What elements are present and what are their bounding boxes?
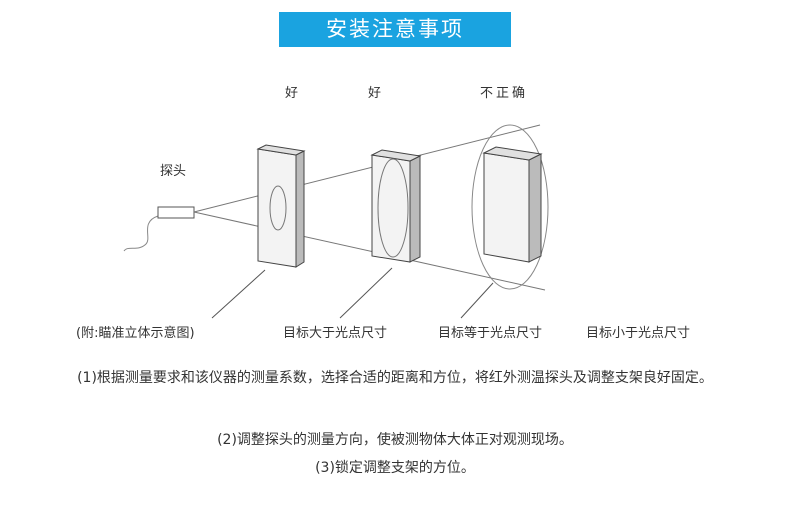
section-title-banner: 安装注意事项 xyxy=(279,12,511,47)
label-incorrect: 不正确 xyxy=(480,86,529,101)
label-good-2: 好 xyxy=(368,86,385,101)
probe-body xyxy=(157,206,195,219)
spot-ellipse-far xyxy=(471,124,549,290)
instruction-1: (1)根据测量要求和该仪器的测量系数，选择合适的距离和方位，将红外测温探头及调整… xyxy=(77,370,713,386)
target-larger xyxy=(256,144,306,268)
instruction-3: (3)锁定调整支架的方位。 xyxy=(315,460,475,476)
instruction-2: (2)调整探头的测量方向，使被测物体大体正对观测现场。 xyxy=(217,432,573,448)
probe-label: 探头 xyxy=(160,164,187,179)
section-title: 安装注意事项 xyxy=(326,17,464,41)
label-good-1: 好 xyxy=(285,86,302,101)
caption-target-smaller: 目标小于光点尺寸 xyxy=(586,326,691,341)
probe-cable xyxy=(123,215,159,252)
pointer-line-1 xyxy=(211,269,266,319)
pointer-line-2 xyxy=(339,267,393,319)
caption-target-equal: 目标等于光点尺寸 xyxy=(438,326,543,341)
pointer-line-3 xyxy=(460,282,494,319)
caption-diagram-note: (附:瞄准立体示意图) xyxy=(76,326,195,341)
caption-target-larger: 目标大于光点尺寸 xyxy=(283,326,388,341)
target-equal xyxy=(370,149,422,263)
beam-line-upper xyxy=(193,124,541,213)
beam-line-lower xyxy=(193,211,546,291)
target-smaller xyxy=(482,146,543,263)
